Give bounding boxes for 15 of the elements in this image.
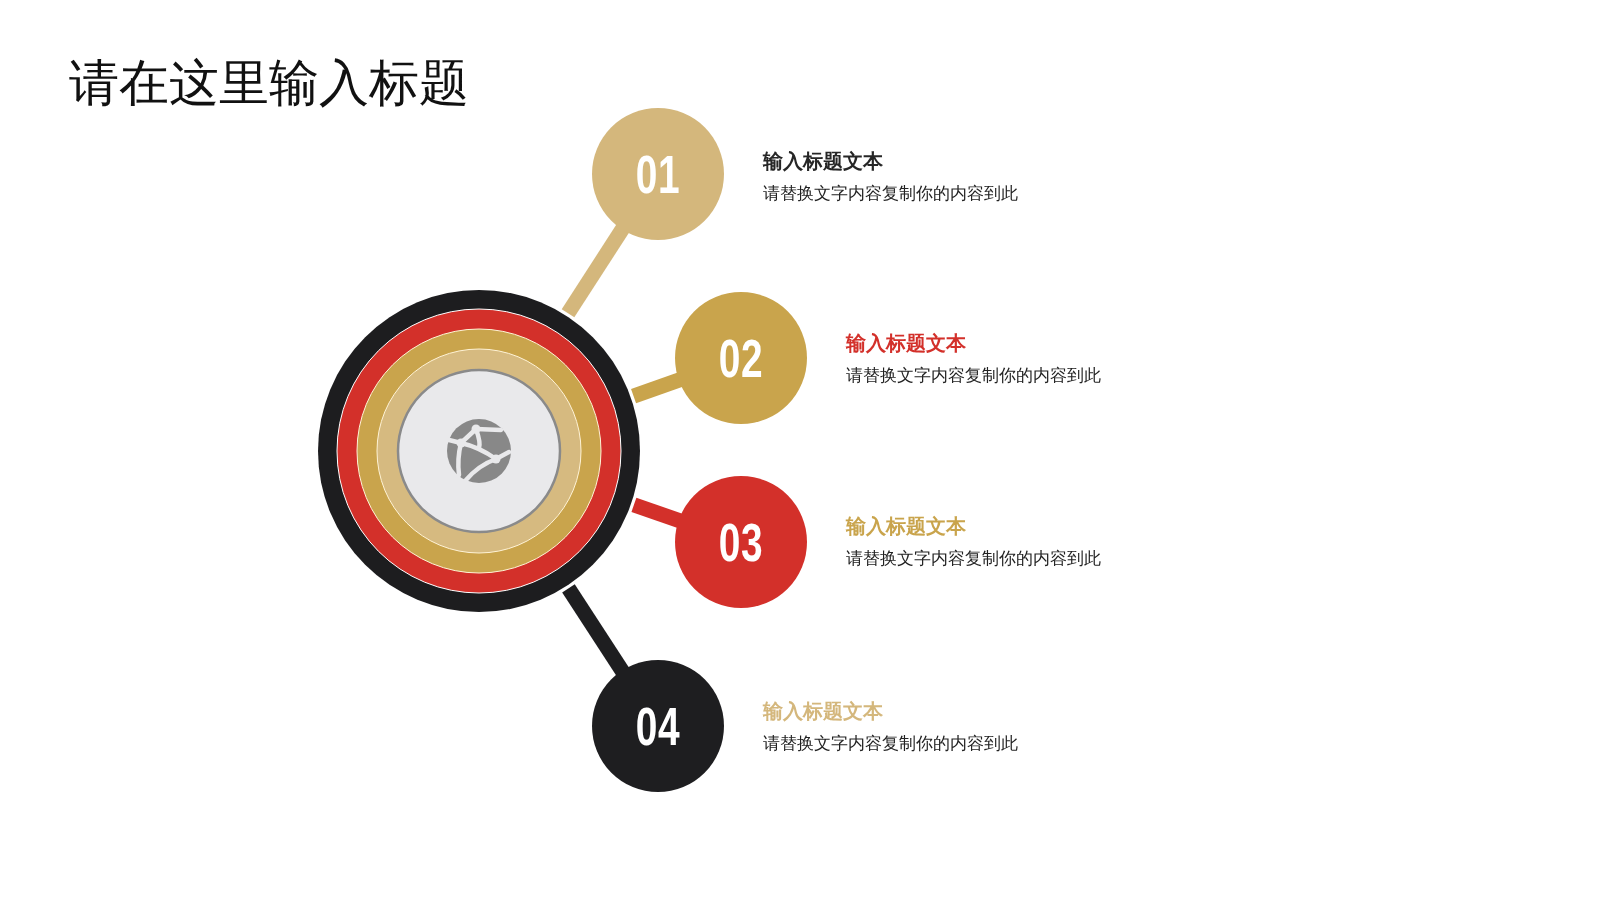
item-heading: 输入标题文本: [763, 149, 883, 173]
item-heading: 输入标题文本: [846, 514, 966, 538]
item-description: 请替换文字内容复制你的内容到此: [763, 734, 1018, 754]
item-description: 请替换文字内容复制你的内容到此: [763, 184, 1018, 204]
step-number: 02: [718, 331, 764, 385]
step-number: 01: [635, 147, 681, 201]
item-heading: 输入标题文本: [763, 699, 883, 723]
connector-line: [631, 497, 684, 529]
step-number: 03: [718, 515, 764, 569]
target-circle: [317, 289, 641, 613]
item-description: 请替换文字内容复制你的内容到此: [846, 366, 1101, 386]
item-heading: 输入标题文本: [846, 331, 966, 355]
item-description: 请替换文字内容复制你的内容到此: [846, 549, 1101, 569]
slide-title: 请在这里输入标题: [69, 56, 469, 111]
step-number: 04: [635, 699, 681, 753]
